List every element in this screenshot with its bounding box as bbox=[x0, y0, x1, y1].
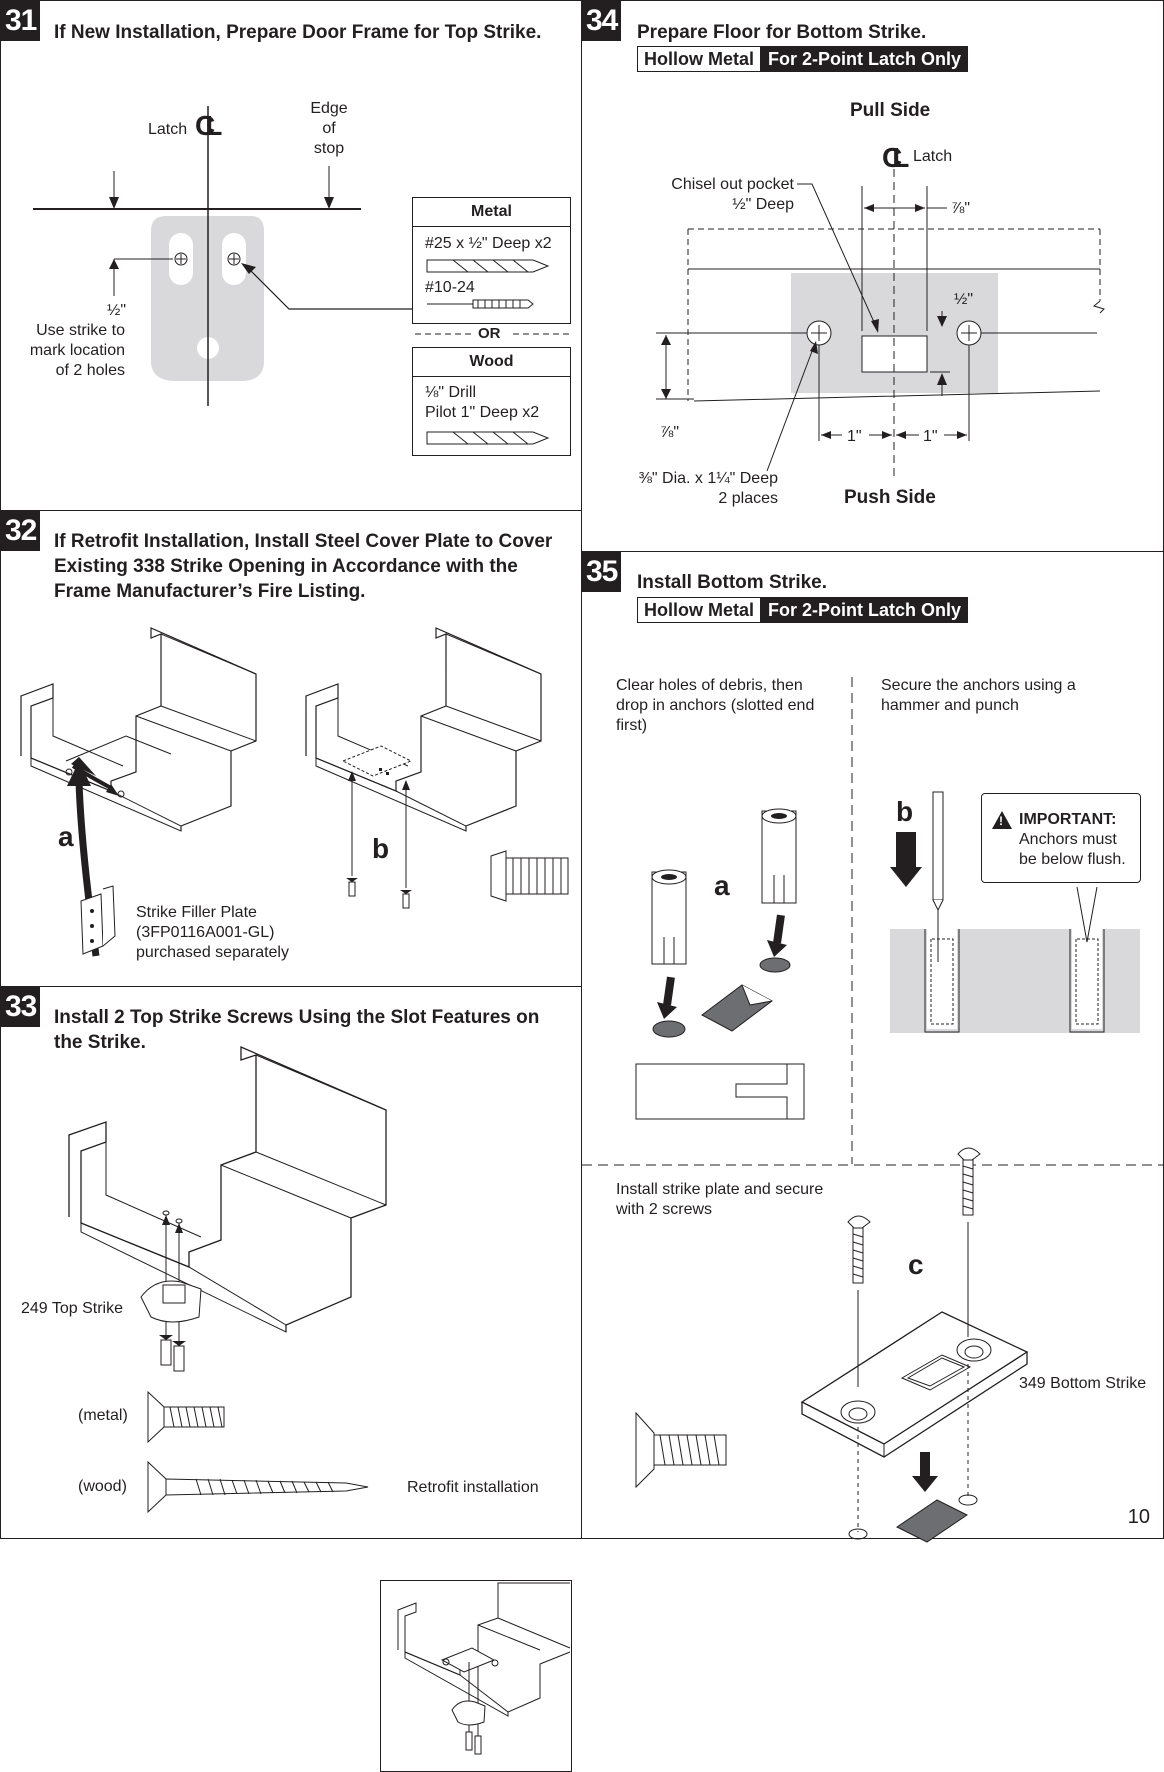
one-inch-right: 1" bbox=[923, 428, 938, 445]
use-strike-note: Use strike to mark location of 2 holes bbox=[29, 322, 125, 379]
label-c: c bbox=[908, 1249, 924, 1280]
retrofit-inset-diagram bbox=[397, 1582, 571, 1755]
wood-screw-icon bbox=[147, 1460, 369, 1514]
half-inch-label: ½" bbox=[107, 302, 127, 319]
important-callout: ! IMPORTANT: Anchors must be below flush… bbox=[981, 793, 1141, 883]
seven-eighths-top: ⅞" bbox=[951, 200, 971, 217]
warning-icon-mark: ! bbox=[999, 814, 1003, 828]
step-number: 35 bbox=[582, 552, 622, 592]
hole-dia-note: ⅜" Dia. x 1¼" Deep 2 places bbox=[638, 470, 778, 507]
step-31-panel: 31 If New Installation, Prepare Door Fra… bbox=[0, 0, 582, 511]
latch-label: Latch bbox=[148, 121, 188, 138]
metal-screw-label: (metal) bbox=[78, 1407, 128, 1424]
anchor-punch-diagram bbox=[890, 791, 1140, 1033]
retrofit-label: Retrofit installation bbox=[407, 1479, 539, 1496]
step-title: If New Installation, Prepare Door Frame … bbox=[54, 22, 542, 43]
important-title: IMPORTANT: bbox=[1019, 811, 1117, 828]
metal-drill-box: Metal #25 x ½" Deep x2 #10-24 bbox=[412, 197, 571, 324]
centerline-symbol: CL bbox=[195, 110, 223, 141]
label-b: b bbox=[372, 833, 390, 864]
one-inch-left: 1" bbox=[847, 428, 862, 445]
seven-eighths-left: ⅞" bbox=[660, 424, 680, 441]
wood-header: Wood bbox=[413, 348, 570, 377]
cover-plate-diagram-b bbox=[305, 627, 569, 909]
floor-strike-diagram bbox=[656, 169, 1105, 481]
step-35-panel: 35 Install Bottom Strike. Hollow Metal F… bbox=[581, 551, 1164, 1543]
wood-line-2: Pilot 1" Deep x2 bbox=[425, 404, 540, 421]
step-33-panel: 33 Install 2 Top Strike Screws Using the… bbox=[0, 986, 582, 1772]
step-32-panel: 32 If Retrofit Installation, Install Ste… bbox=[0, 510, 582, 987]
hollow-metal-tag: Hollow Metal bbox=[637, 597, 762, 623]
half-inch-right: ½" bbox=[954, 291, 974, 308]
top-strike-diagram bbox=[68, 1046, 387, 1372]
secure-anchors-note: Secure the anchors using a hammer and pu… bbox=[881, 677, 1076, 714]
wood-screw-label: (wood) bbox=[78, 1478, 127, 1495]
section-dividers bbox=[582, 677, 1164, 1166]
clear-holes-note: Clear holes of debris, then drop in anch… bbox=[616, 677, 815, 734]
latch-label: Latch bbox=[913, 148, 953, 165]
push-side-label: Push Side bbox=[844, 487, 936, 508]
step-title: Install Bottom Strike. bbox=[637, 572, 828, 593]
step-number: 33 bbox=[1, 987, 41, 1027]
chisel-note: Chisel out pocket ½" Deep bbox=[671, 176, 794, 213]
metal-line-2: #10-24 bbox=[425, 279, 475, 296]
material-tag: Hollow Metal For 2-Point Latch Only bbox=[637, 597, 969, 623]
wood-drill-box: Wood ⅛" Drill Pilot 1" Deep x2 bbox=[412, 347, 571, 456]
top-strike-label: 249 Top Strike bbox=[21, 1300, 123, 1317]
bottom-strike-diagram bbox=[800, 1147, 1029, 1543]
bottom-strike-label: 349 Bottom Strike bbox=[1019, 1375, 1147, 1392]
centerline-symbol: CL bbox=[882, 142, 910, 173]
hollow-metal-tag: Hollow Metal bbox=[637, 46, 762, 72]
step-number: 31 bbox=[1, 1, 41, 41]
filler-plate-note: Strike Filler Plate (3FP0116A001-GL) pur… bbox=[136, 904, 289, 961]
step-title: Install 2 Top Strike Screws Using the Sl… bbox=[54, 1007, 540, 1053]
warning-icon bbox=[992, 811, 1012, 829]
label-a: a bbox=[58, 821, 74, 852]
important-body: Anchors must be below flush. bbox=[1019, 831, 1126, 868]
step-title: If Retrofit Installation, Install Steel … bbox=[54, 531, 553, 602]
cover-plate-diagram-a bbox=[20, 627, 257, 957]
edge-of-stop-label: Edge of stop bbox=[310, 100, 348, 157]
wood-line-1: ⅛" Drill bbox=[425, 384, 477, 401]
material-tag: Hollow Metal For 2-Point Latch Only bbox=[637, 46, 969, 72]
metal-line-1: #25 x ½" Deep x2 bbox=[425, 235, 552, 252]
step-title: Prepare Floor for Bottom Strike. bbox=[637, 22, 927, 43]
install-strike-note: Install strike plate and secure with 2 s… bbox=[616, 1181, 824, 1218]
frame-strike-diagram bbox=[33, 106, 413, 406]
two-point-latch-tag: For 2-Point Latch Only bbox=[761, 46, 969, 72]
metal-screw-icon bbox=[147, 1390, 225, 1444]
page-number: 10 bbox=[1127, 1506, 1150, 1528]
anchor-side-screw-icon bbox=[635, 1411, 727, 1489]
step-number: 34 bbox=[582, 1, 622, 41]
wood-drill-bit-icon bbox=[426, 431, 550, 445]
drill-bit-icon bbox=[426, 259, 550, 309]
label-b: b bbox=[896, 796, 914, 827]
two-point-latch-tag: For 2-Point Latch Only bbox=[761, 597, 969, 623]
or-label: OR bbox=[478, 325, 501, 342]
label-a: a bbox=[714, 870, 730, 901]
anchor-drop-diagram bbox=[635, 808, 805, 1120]
step-34-panel: 34 Prepare Floor for Bottom Strike. Holl… bbox=[581, 0, 1164, 552]
step-number: 32 bbox=[1, 511, 41, 551]
pull-side-label: Pull Side bbox=[850, 100, 931, 121]
metal-header: Metal bbox=[413, 198, 570, 227]
